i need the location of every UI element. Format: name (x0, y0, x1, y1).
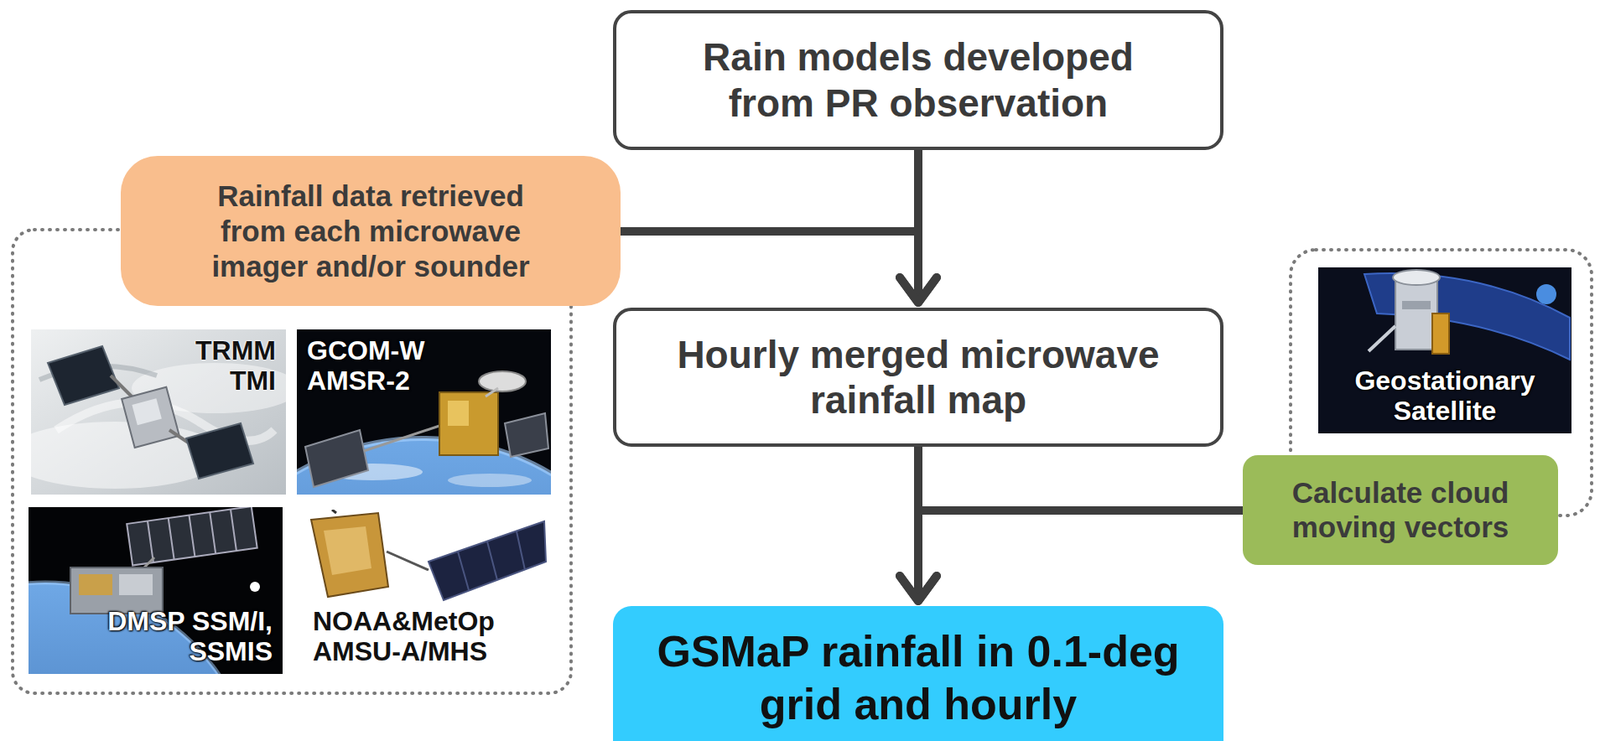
satellite-picture-part (332, 509, 337, 514)
satellite-picture-part (1432, 313, 1450, 354)
node-label: Hourly merged microwave rainfall map (666, 332, 1170, 424)
satellite-picture (5, 329, 300, 495)
satellite-image: Geostationary Satellite (1318, 267, 1572, 434)
node-label: NOAA&MetOp AMSU-A/MHS (312, 607, 515, 668)
satellite-picture-part-part (126, 506, 257, 566)
satellite-picture-part (119, 574, 153, 596)
satellite-picture-part (1395, 275, 1438, 350)
satellite-picture-part (1402, 301, 1431, 310)
satellite-picture (1318, 267, 1572, 434)
satellite-picture-part-part (230, 509, 237, 552)
satellite-picture-part (386, 551, 429, 571)
arrow-head (899, 576, 937, 602)
node-label: Rainfall data retrieved from each microw… (194, 178, 547, 285)
node-label: Geostationary Satellite (1335, 366, 1554, 427)
satellite-picture-part (126, 506, 257, 566)
satellite-picture-part-part (147, 521, 154, 564)
satellite-picture-part (487, 541, 498, 581)
process-box: Rain models developed from PR observatio… (612, 10, 1224, 151)
satellite-picture-part-part (168, 518, 175, 561)
satellite-picture (0, 506, 283, 741)
connector-line (918, 510, 1243, 600)
satellite-image: GCOM-W AMSR-2 (296, 329, 551, 495)
node-label: TRMM TMI (175, 336, 276, 397)
node-label: Calculate cloud moving vectors (1262, 476, 1539, 545)
satellite-picture-part (1364, 273, 1570, 360)
satellite-picture-part (1392, 270, 1440, 286)
satellite-picture-part (78, 574, 113, 596)
satellite-picture-part (428, 521, 546, 601)
satellite-picture-part (1318, 267, 1572, 434)
satellite-picture-part (516, 531, 525, 571)
satellite-picture (302, 509, 548, 675)
satellite-image: TRMM TMI (31, 329, 286, 495)
satellite-picture-part (131, 398, 162, 426)
input-box: Rainfall data retrieved from each microw… (120, 155, 621, 307)
satellite-picture-part (485, 388, 499, 397)
satellite-picture-part (439, 392, 499, 456)
node-label: DMSP SSM/I, SSMIS (62, 607, 273, 668)
satellite-picture-part (478, 371, 526, 392)
node-label: GCOM-W AMSR-2 (306, 336, 450, 397)
arrow-head (899, 277, 937, 303)
satellite-picture-part (457, 551, 469, 591)
connector-line (620, 231, 919, 302)
satellite-picture-part (447, 473, 532, 488)
satellite-picture-part (186, 423, 254, 479)
satellite-picture-part (47, 346, 120, 406)
node-label: Rain models developed from PR observatio… (666, 34, 1170, 126)
satellite-picture-part (305, 430, 369, 488)
satellite-picture-part (302, 509, 548, 675)
node-label: GSMaP rainfall in 0.1-deg grid and hourl… (628, 625, 1208, 731)
satellite-picture-part-part (188, 515, 195, 558)
satellite-picture-part (363, 425, 440, 452)
satellite-picture-part (447, 400, 469, 426)
satellite-picture-part-part (209, 512, 216, 555)
satellite-picture-part (249, 581, 260, 593)
satellite-image: DMSP SSM/I, SSMIS (28, 507, 283, 675)
satellite-picture-part (1536, 284, 1557, 305)
satellite-picture-part (121, 387, 180, 448)
satellite-picture-part (323, 526, 372, 576)
output-box: GSMaP rainfall in 0.1-deg grid and hourl… (612, 606, 1224, 741)
process-box: Calculate cloud moving vectors (1242, 455, 1559, 566)
satellite-picture-part (1368, 326, 1396, 352)
satellite-picture-part (504, 413, 549, 458)
process-box: Hourly merged microwave rainfall map (612, 307, 1224, 447)
satellite-picture-part (311, 513, 389, 598)
satellite-image: NOAA&MetOp AMSU-A/MHS (302, 509, 548, 675)
